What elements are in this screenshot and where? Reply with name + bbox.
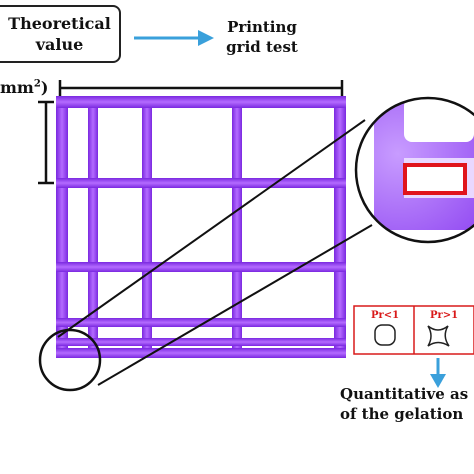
theoretical-label-line1: Theoretical bbox=[8, 14, 111, 33]
down-arrow bbox=[430, 358, 446, 388]
area-unit-text: mm bbox=[0, 78, 34, 97]
magnifier-small-circle bbox=[38, 328, 102, 392]
pr-greater-label: Pr>1 bbox=[430, 310, 459, 321]
printing-grid-test-label: Printing grid test bbox=[222, 17, 302, 57]
zoomed-detail-circle bbox=[354, 96, 474, 244]
printing-label-line1: Printing bbox=[227, 18, 297, 36]
quantitative-label: Quantitative as of the gelation bbox=[340, 384, 474, 424]
theoretical-label-line2: value bbox=[35, 35, 84, 54]
zoom-connector-lines bbox=[57, 119, 373, 386]
star-shape bbox=[427, 325, 450, 347]
pr-less-label: Pr<1 bbox=[371, 310, 400, 321]
printing-label-line2: grid test bbox=[226, 38, 298, 56]
rounded-square-shape bbox=[374, 324, 396, 346]
area-unit-label: mm2) bbox=[0, 78, 48, 97]
height-dimension-line bbox=[38, 100, 54, 185]
width-dimension-line bbox=[58, 80, 344, 96]
theoretical-value-box: Theoretical value bbox=[0, 5, 121, 63]
printed-grid bbox=[56, 96, 346, 358]
highlight-rectangle bbox=[403, 163, 467, 195]
quant-label-line2: of the gelation bbox=[340, 405, 464, 423]
quant-label-line1: Quantitative as bbox=[340, 385, 469, 403]
flow-arrow bbox=[134, 30, 214, 46]
area-unit-exponent: 2 bbox=[33, 78, 41, 90]
area-unit-close: ) bbox=[40, 78, 49, 97]
pr-comparison-boxes bbox=[353, 305, 474, 355]
